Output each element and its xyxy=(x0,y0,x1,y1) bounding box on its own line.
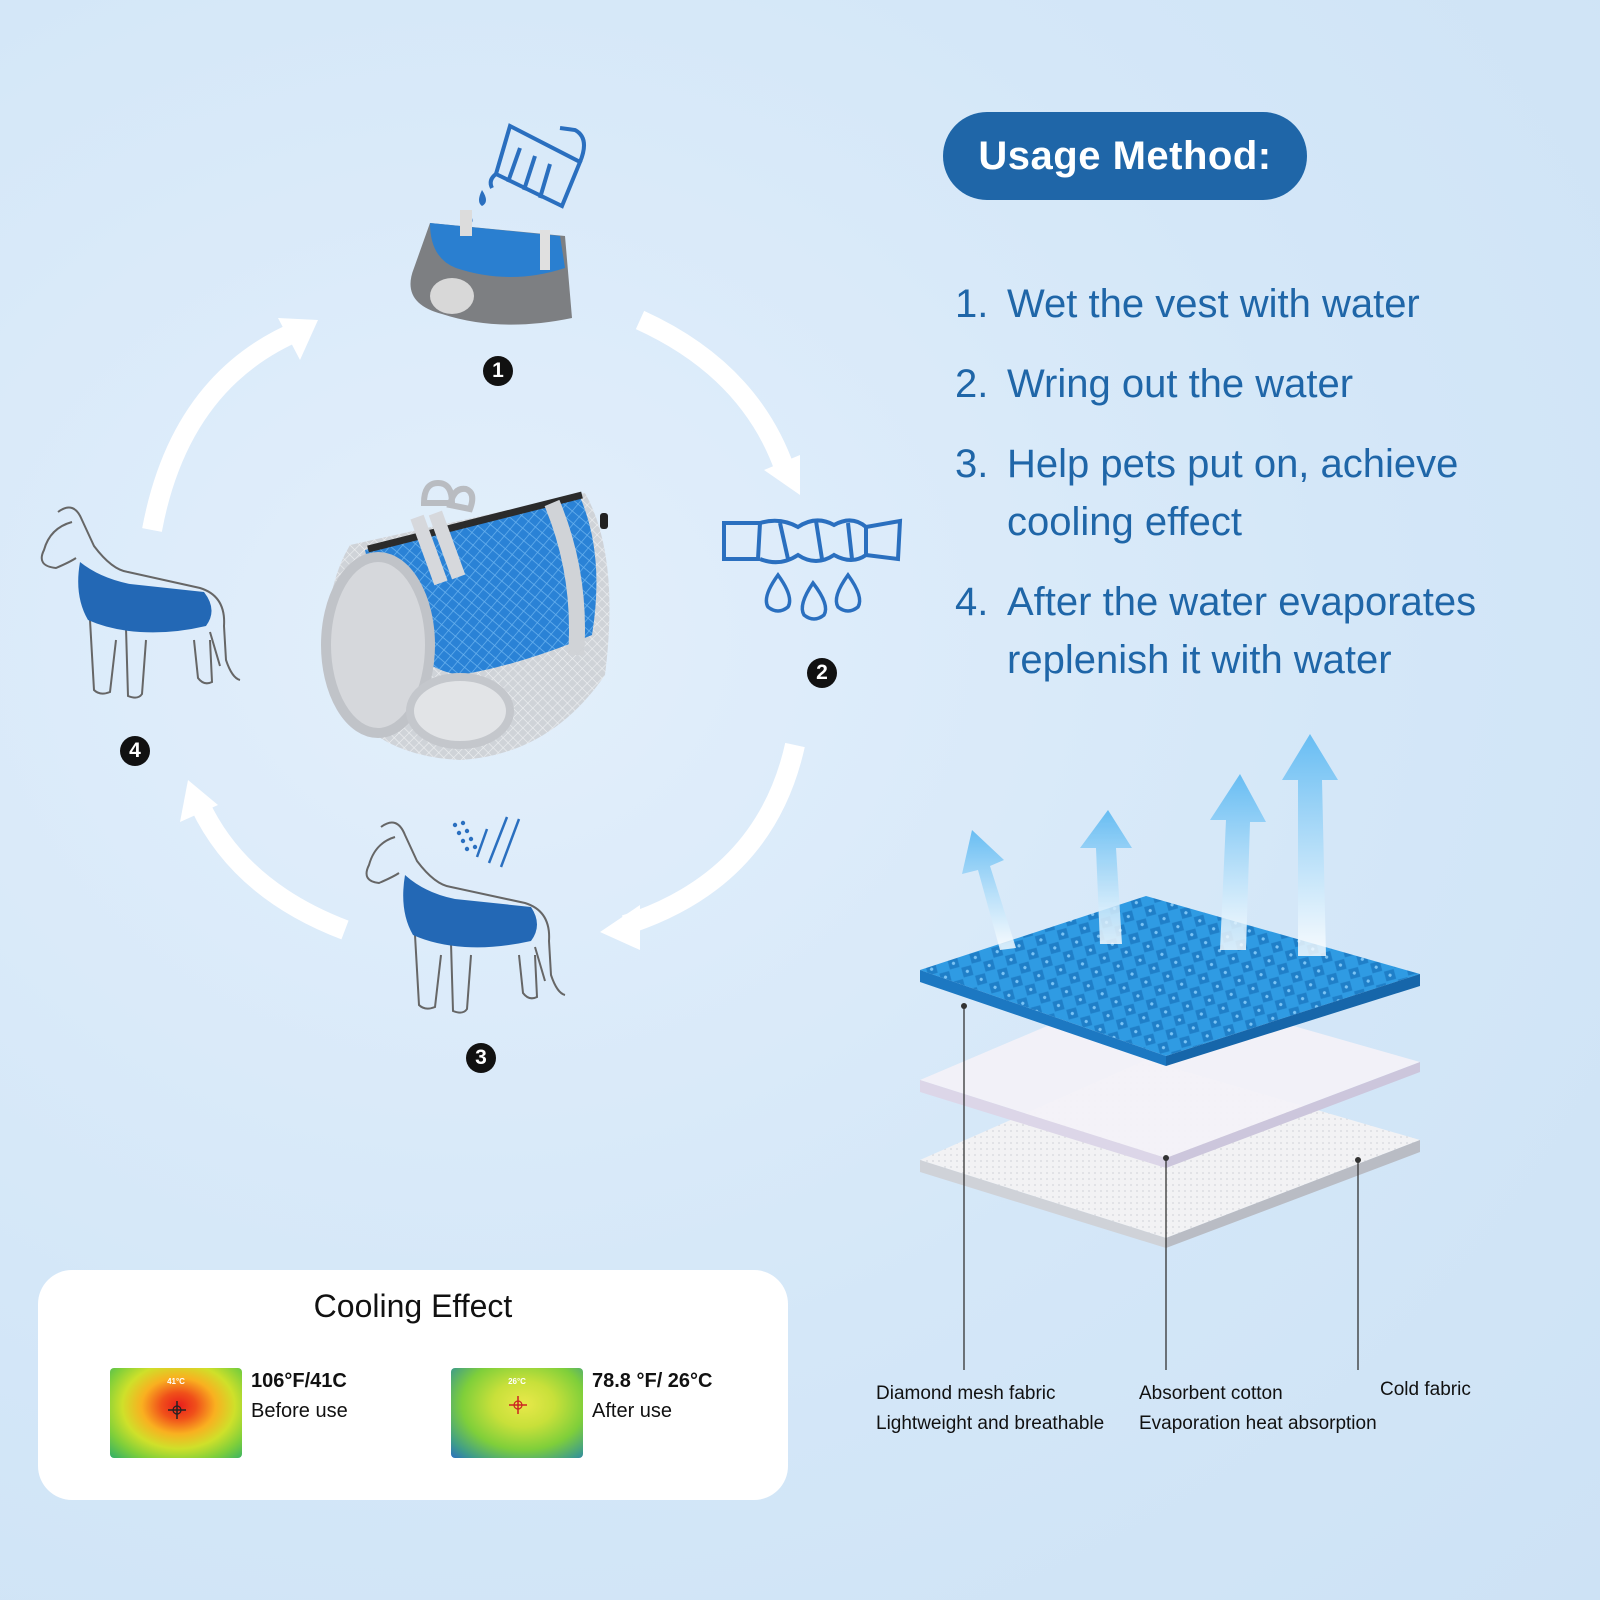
cooling-vest-image xyxy=(321,479,610,760)
arrow-head-2 xyxy=(764,455,800,495)
heat-arrow-icon xyxy=(962,830,1016,950)
usage-steps-list: 1. Wet the vest with water 2. Wring out … xyxy=(955,275,1595,711)
dog-cooled-illustration xyxy=(40,506,241,699)
arrow-head-1 xyxy=(278,318,318,360)
after-label: After use xyxy=(592,1400,673,1422)
vest-small-icon xyxy=(410,210,572,325)
step-marker-3: 3 xyxy=(466,1043,496,1073)
dog-wearing-vest-illustration xyxy=(365,816,566,1014)
water-spray-icon xyxy=(452,816,521,868)
arrow-head-4 xyxy=(180,780,218,822)
cycle-arrows xyxy=(142,310,805,950)
arrow-2-to-3 xyxy=(621,742,805,935)
after-use-reading: 78.8 °F/ 26°C After use xyxy=(592,1366,713,1426)
before-temperature: 106°F/41C xyxy=(251,1370,347,1392)
usage-step-text: Wet the vest with water xyxy=(1007,282,1420,326)
arrow-head-3 xyxy=(600,905,640,950)
wring-out-icon xyxy=(722,518,903,621)
usage-step-text: Help pets put on, achieve cooling effect xyxy=(1007,442,1459,544)
usage-step-3: 3. Help pets put on, achieve cooling eff… xyxy=(955,435,1595,551)
thermal-image-after: 26°C xyxy=(451,1368,583,1458)
cooling-effect-card: Cooling Effect 41°C 106°F/41C Before use… xyxy=(38,1270,788,1500)
mesh-fabric-name: Diamond mesh fabric xyxy=(876,1383,1056,1404)
before-use-reading: 106°F/41C Before use xyxy=(251,1366,348,1426)
step-marker-4: 4 xyxy=(120,736,150,766)
usage-step-text: After the water evaporates replenish it … xyxy=(1007,580,1477,682)
wet-vest-illustration xyxy=(410,123,586,325)
thermal-image-before: 41°C xyxy=(110,1368,242,1458)
heat-arrow-icon xyxy=(1282,734,1338,956)
crosshair-icon xyxy=(168,1401,186,1419)
absorbent-cotton-label: Absorbent cotton Evaporation heat absorp… xyxy=(1139,1379,1377,1439)
mesh-fabric-desc: Lightweight and breathable xyxy=(876,1413,1105,1434)
cold-fabric-label: Cold fabric xyxy=(1380,1375,1471,1405)
evaporation-arrows xyxy=(962,734,1338,956)
crosshair-icon xyxy=(509,1396,527,1414)
step-marker-2: 2 xyxy=(807,658,837,688)
absorbent-cotton-name: Absorbent cotton xyxy=(1139,1383,1283,1404)
before-label: Before use xyxy=(251,1400,348,1422)
pouring-jug-icon xyxy=(488,123,586,209)
usage-step-number: 3. xyxy=(955,442,989,486)
arrow-3-to-4 xyxy=(190,800,349,940)
usage-method-title: Usage Method: xyxy=(943,112,1307,200)
cooling-effect-title: Cooling Effect xyxy=(313,1288,513,1324)
usage-step-4: 4. After the water evaporates replenish … xyxy=(955,573,1595,689)
after-temperature: 78.8 °F/ 26°C xyxy=(592,1370,713,1392)
diamond-mesh-layer xyxy=(920,896,1420,1066)
heat-arrow-icon xyxy=(1210,774,1266,950)
usage-step-number: 1. xyxy=(955,282,989,326)
usage-step-1: 1. Wet the vest with water xyxy=(955,275,1595,333)
usage-step-number: 2. xyxy=(955,362,989,406)
usage-step-text: Wring out the water xyxy=(1007,362,1354,406)
cold-fabric-name: Cold fabric xyxy=(1380,1379,1471,1400)
heat-arrow-icon xyxy=(1080,810,1132,944)
usage-step-number: 4. xyxy=(955,580,989,624)
layer-pointer-lines xyxy=(963,1006,1359,1370)
absorbent-cotton-layer xyxy=(920,984,1420,1168)
mesh-fabric-label: Diamond mesh fabric Lightweight and brea… xyxy=(876,1379,1104,1439)
usage-step-2: 2. Wring out the water xyxy=(955,355,1595,413)
arrow-1-to-2 xyxy=(635,310,795,474)
absorbent-cotton-desc: Evaporation heat absorption xyxy=(1139,1413,1377,1434)
arrow-4-to-1 xyxy=(142,320,304,532)
fabric-layers-diagram xyxy=(920,734,1420,1370)
step-marker-1: 1 xyxy=(483,356,513,386)
water-drop-icon xyxy=(479,190,486,206)
